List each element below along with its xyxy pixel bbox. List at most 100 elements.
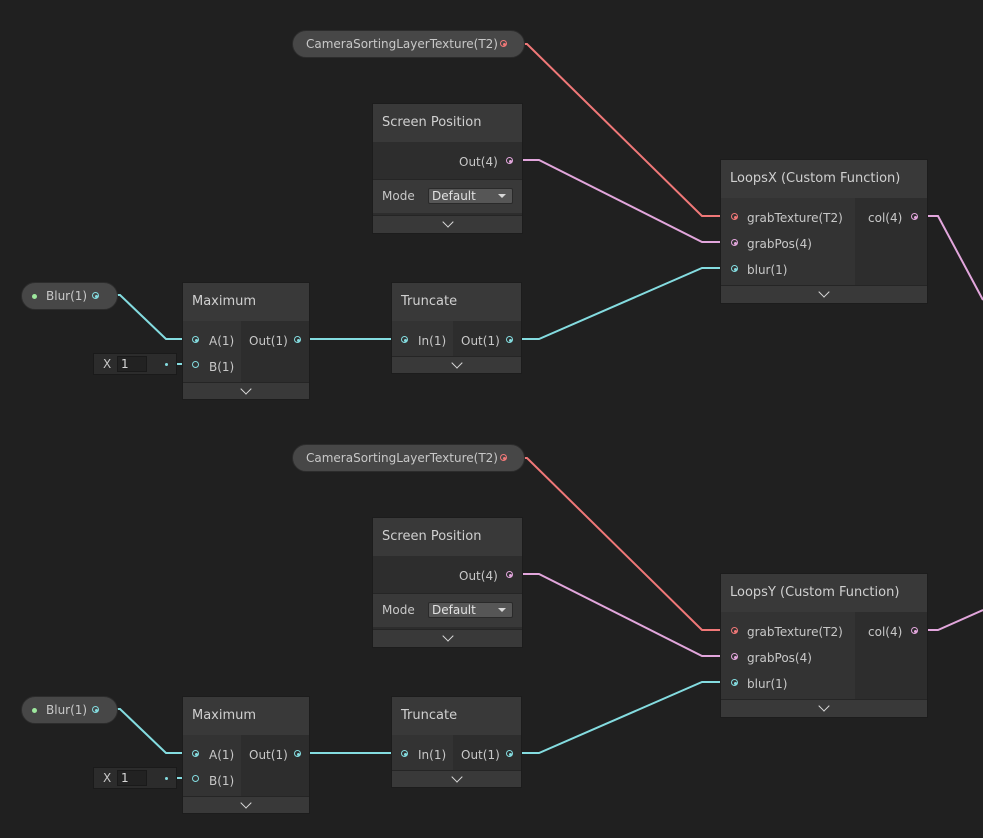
truncate-node[interactable]: Truncate In(1) Out(1)	[391, 282, 522, 374]
col-output-label: col(4)	[868, 211, 903, 225]
blur-output-port[interactable]	[92, 706, 99, 713]
grabtexture-input-port[interactable]	[731, 627, 738, 634]
chevron-down-icon	[441, 216, 454, 228]
chevron-down-icon	[240, 797, 252, 809]
node-header[interactable]: Maximum	[183, 697, 309, 735]
property-label: Blur(1)	[46, 703, 88, 717]
mode-label: Mode	[382, 189, 415, 203]
out-port-label: Out(4)	[459, 155, 498, 169]
grabpos-input-port[interactable]	[731, 653, 738, 660]
in-port-label: In(1)	[418, 334, 447, 348]
grabtexture-input-label: grabTexture(T2)	[747, 211, 843, 225]
node-title: Screen Position	[382, 529, 482, 544]
truncate-node[interactable]: Truncate In(1) Out(1)	[391, 696, 522, 788]
collapse-toggle[interactable]	[183, 382, 309, 399]
col-output-port[interactable]	[911, 627, 918, 634]
property-label: Blur(1)	[46, 289, 88, 303]
collapse-toggle[interactable]	[373, 629, 522, 647]
grabtexture-input-port[interactable]	[731, 213, 738, 220]
out-port[interactable]	[506, 336, 513, 343]
node-title: Screen Position	[382, 115, 482, 130]
b-default-value-field[interactable]: X 1	[93, 767, 177, 789]
node-header[interactable]: Screen Position	[373, 518, 522, 556]
in-port[interactable]	[401, 336, 408, 343]
mode-value: Default	[432, 189, 476, 203]
b-input-port[interactable]	[192, 775, 199, 782]
texture-output-port[interactable]	[500, 454, 507, 461]
texture-output-port[interactable]	[500, 40, 507, 47]
node-header[interactable]: Truncate	[392, 283, 521, 321]
out-port-label: Out(1)	[249, 748, 288, 762]
inputs-pane	[721, 198, 855, 287]
loopsy-custom-function-node[interactable]: LoopsY (Custom Function) grabTexture(T2)…	[720, 573, 928, 718]
slot-dot	[165, 777, 168, 780]
x-axis-label: X	[103, 357, 112, 371]
chevron-down-icon	[818, 700, 830, 712]
screen-position-node[interactable]: Screen Position Out(4) Mode Default	[372, 517, 523, 648]
grabtexture-input-label: grabTexture(T2)	[747, 625, 843, 639]
b-input-port[interactable]	[192, 361, 199, 368]
camera-texture-property-node[interactable]: CameraSortingLayerTexture(T2)	[292, 444, 525, 472]
out-port[interactable]	[506, 157, 513, 164]
collapse-toggle[interactable]	[183, 796, 309, 813]
blur-input-label: blur(1)	[747, 263, 788, 277]
out-port[interactable]	[294, 336, 301, 343]
node-header[interactable]: Maximum	[183, 283, 309, 321]
collapse-toggle[interactable]	[392, 770, 521, 787]
collapse-toggle[interactable]	[373, 215, 522, 233]
b-default-value-field[interactable]: X 1	[93, 353, 177, 375]
node-title: Truncate	[401, 708, 458, 723]
node-title: LoopsX (Custom Function)	[730, 171, 901, 186]
node-title: Maximum	[192, 294, 257, 309]
maximum-node[interactable]: Maximum A(1) B(1) Out(1)	[182, 696, 310, 814]
collapse-toggle[interactable]	[392, 356, 521, 373]
collapse-toggle[interactable]	[721, 699, 927, 717]
in-port-label: In(1)	[418, 748, 447, 762]
blur-input-label: blur(1)	[747, 677, 788, 691]
mode-dropdown[interactable]: Default	[428, 188, 513, 204]
blur-input-port[interactable]	[731, 679, 738, 686]
collapse-toggle[interactable]	[721, 285, 927, 303]
out-port[interactable]	[506, 750, 513, 757]
loopsx-custom-function-node[interactable]: LoopsX (Custom Function) grabTexture(T2)…	[720, 159, 928, 304]
in-port[interactable]	[401, 750, 408, 757]
out-port[interactable]	[506, 571, 513, 578]
x-value-input[interactable]: 1	[117, 770, 147, 786]
dropdown-arrow-icon	[498, 194, 506, 198]
wire-screenpos-to-grabpos-y	[509, 573, 733, 657]
node-header[interactable]: Screen Position	[373, 104, 522, 142]
blur-output-port[interactable]	[92, 292, 99, 299]
chevron-down-icon	[818, 286, 830, 298]
blur-input-port[interactable]	[731, 265, 738, 272]
node-header[interactable]: Truncate	[392, 697, 521, 735]
b-input-label: B(1)	[209, 774, 235, 788]
b-input-label: B(1)	[209, 360, 235, 374]
maximum-node[interactable]: Maximum A(1) B(1) Out(1)	[182, 282, 310, 400]
out-port[interactable]	[294, 750, 301, 757]
x-value-input[interactable]: 1	[117, 356, 147, 372]
node-header[interactable]: LoopsY (Custom Function)	[721, 574, 927, 612]
col-output-port[interactable]	[911, 213, 918, 220]
dropdown-arrow-icon	[498, 608, 506, 612]
blur-property-node[interactable]: Blur(1)	[21, 282, 118, 310]
node-title: LoopsY (Custom Function)	[730, 585, 900, 600]
grabpos-input-label: grabPos(4)	[747, 651, 812, 665]
mode-dropdown[interactable]: Default	[428, 602, 513, 618]
property-exposed-dot	[32, 708, 37, 713]
screen-position-node[interactable]: Screen Position Out(4) Mode Default	[372, 103, 523, 234]
a-input-label: A(1)	[209, 334, 235, 348]
mode-value: Default	[432, 603, 476, 617]
mode-row: Mode Default	[373, 593, 522, 627]
a-input-port[interactable]	[192, 336, 199, 343]
col-output-label: col(4)	[868, 625, 903, 639]
grabpos-input-port[interactable]	[731, 239, 738, 246]
chevron-down-icon	[450, 357, 463, 369]
inputs-pane	[183, 321, 241, 383]
property-label: CameraSortingLayerTexture(T2)	[306, 451, 498, 465]
wire-screenpos-to-grabpos-x	[509, 159, 733, 243]
a-input-port[interactable]	[192, 750, 199, 757]
camera-texture-property-node[interactable]: CameraSortingLayerTexture(T2)	[292, 30, 525, 58]
blur-property-node[interactable]: Blur(1)	[21, 696, 118, 724]
node-header[interactable]: LoopsX (Custom Function)	[721, 160, 927, 198]
property-exposed-dot	[32, 294, 37, 299]
